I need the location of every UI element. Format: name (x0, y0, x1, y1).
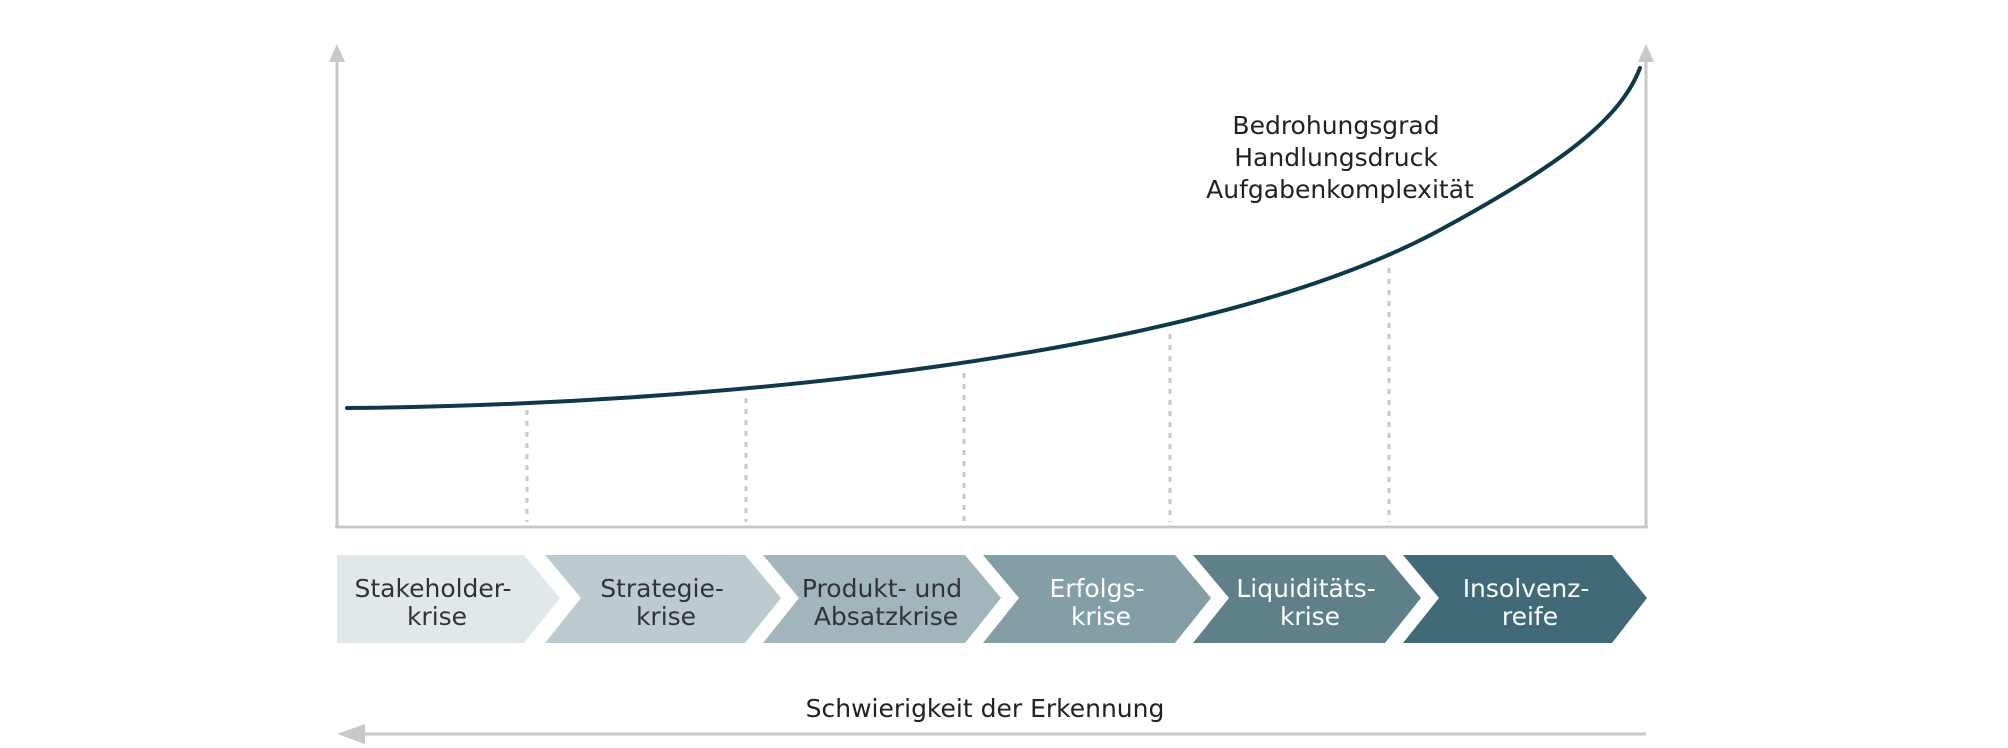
curve-label-line-1: Bedrohungsgrad (1232, 111, 1439, 140)
phase-chevron-shape (1193, 555, 1421, 643)
phase-chevron-shape (337, 555, 560, 643)
axes (329, 44, 1654, 529)
phase-label-line-1: Stakeholder- (355, 574, 512, 603)
curve-label-line-3: Aufgabenkomplexität (1206, 175, 1474, 204)
phase-label-line-2: krise (1071, 602, 1131, 631)
phase-label: Stakeholder- krise (355, 574, 520, 631)
phase-chevron-shape (545, 555, 781, 643)
phase-label: Produkt- und Absatzkrise (802, 574, 970, 631)
phase-produkt-absatzkrise: Produkt- und Absatzkrise (763, 555, 1001, 643)
phase-stakeholderkrise: Stakeholder- krise (337, 555, 560, 643)
phase-strategiekrise: Strategie- krise (545, 555, 781, 643)
detection-difficulty-label: Schwierigkeit der Erkennung (806, 694, 1165, 723)
phase-label-line-2: Absatzkrise (814, 602, 958, 631)
guide-lines (525, 268, 1391, 522)
detection-difficulty-arrowhead (337, 724, 365, 744)
phase-label-line-1: Erfolgs- (1050, 574, 1145, 603)
y-axis-left-arrowhead (329, 44, 345, 62)
curve-label: Bedrohungsgrad Handlungsdruck Aufgabenko… (1206, 111, 1474, 204)
phase-label-line-2: krise (1280, 602, 1340, 631)
phase-erfolgskrise: Erfolgs- krise (983, 555, 1211, 643)
phase-label: Erfolgs- krise (1050, 574, 1153, 631)
y-axis-right-arrowhead (1638, 44, 1654, 62)
phase-chevron-shape (763, 555, 1001, 643)
phase-liquiditaetskrise: Liquiditäts- krise (1193, 555, 1421, 643)
phase-label-line-1: Liquiditäts- (1236, 574, 1375, 603)
phase-chevron-shape (1403, 555, 1647, 643)
phase-label: Strategie- krise (600, 574, 732, 631)
curve-label-line-2: Handlungsdruck (1234, 143, 1438, 172)
phase-label: Liquiditäts- krise (1236, 574, 1383, 631)
phase-label-line-2: reife (1502, 602, 1558, 631)
threat-curve (345, 66, 1642, 410)
phase-insolvenzreife: Insolvenz- reife (1403, 555, 1647, 643)
phase-chevrons: Stakeholder- krise Strategie- krise Prod… (337, 555, 1647, 643)
phase-label-line-2: krise (407, 602, 467, 631)
phase-label-line-1: Produkt- und (802, 574, 962, 603)
phase-label: Insolvenz- reife (1463, 574, 1598, 631)
phase-label-line-1: Insolvenz- (1463, 574, 1590, 603)
phase-label-line-2: krise (636, 602, 696, 631)
phase-label-line-1: Strategie- (600, 574, 724, 603)
phase-chevron-shape (983, 555, 1211, 643)
